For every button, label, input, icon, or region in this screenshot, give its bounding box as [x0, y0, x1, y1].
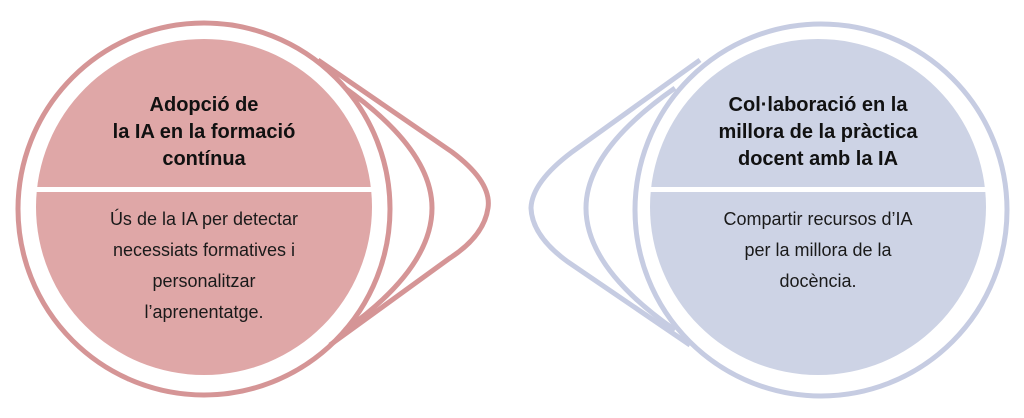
right-body-line: per la millora de la — [744, 240, 892, 260]
left-fill-circle — [36, 39, 372, 375]
right-fill-circle — [650, 39, 986, 375]
right-body-line: docència. — [779, 271, 857, 291]
right-divider — [640, 187, 990, 192]
left-title-line: contínua — [162, 148, 246, 170]
right-body-line: Compartir recursos d’IA — [723, 209, 913, 229]
left-body: Ús de la IA per detectar necessiats form… — [54, 204, 354, 328]
right-title-line: docent amb la IA — [737, 148, 899, 170]
right-title: Col·laboració en la millora de la pràcti… — [663, 92, 973, 173]
left-body-line: personalitzar — [152, 271, 256, 291]
right-outer-ring — [632, 21, 1010, 399]
left-middle-tail — [343, 85, 435, 333]
right-title-line: millora de la pràctica — [718, 121, 918, 143]
right-middle-tail — [583, 85, 677, 333]
left-body-line: necessiats formatives i — [112, 240, 296, 260]
left-divider — [30, 187, 380, 192]
left-body-line: Ús de la IA per detectar — [109, 209, 299, 229]
left-body-line: l’aprenentatge. — [144, 302, 264, 322]
right-bubble — [528, 21, 1010, 399]
left-outer-tail — [316, 57, 491, 348]
left-title-line: la IA en la formació — [112, 121, 296, 143]
right-title-line: Col·laboració en la — [728, 94, 908, 116]
left-title-line: Adopció de — [149, 94, 259, 116]
right-outer-tail — [528, 57, 702, 348]
right-body: Compartir recursos d’IA per la millora d… — [663, 204, 973, 297]
left-title: Adopció de la IA en la formació contínua — [54, 92, 354, 173]
left-bubble — [15, 20, 491, 398]
left-outer-ring — [15, 20, 393, 398]
